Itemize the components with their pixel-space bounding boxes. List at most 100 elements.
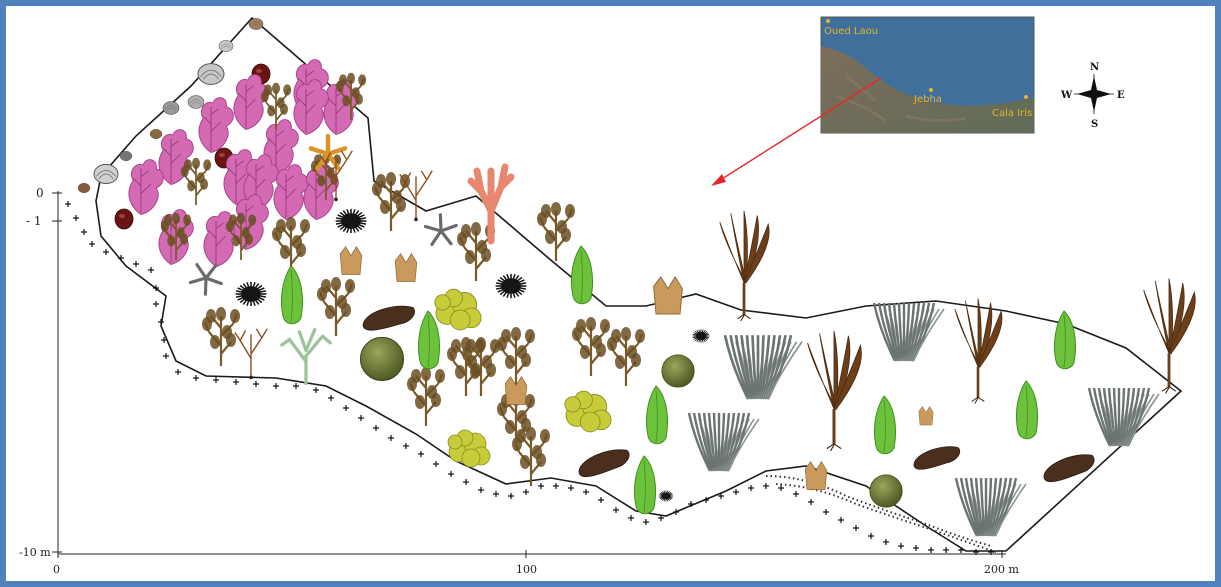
substrate-cross xyxy=(163,353,169,359)
brown-alga xyxy=(181,158,211,205)
sea-cucumber xyxy=(361,303,417,332)
seagrass-tuft xyxy=(689,413,759,471)
shell xyxy=(120,151,132,161)
yellow-sponge xyxy=(565,391,611,432)
substrate-cross xyxy=(808,499,814,505)
cala-iris-label: Cala Iris xyxy=(992,108,1032,119)
substrate-cross xyxy=(293,383,299,389)
substrate-cross xyxy=(643,519,649,525)
shell xyxy=(198,64,224,85)
sea-urchin xyxy=(336,209,367,233)
seagrass-tuft xyxy=(874,303,944,361)
branching-red-alga xyxy=(235,329,267,379)
pink-coralline-alga xyxy=(159,130,193,185)
tan-bryozoan xyxy=(919,406,933,425)
shell xyxy=(150,129,162,139)
substrate-cross xyxy=(273,383,279,389)
sea-cucumber xyxy=(911,444,962,471)
substrate-cross xyxy=(493,491,499,497)
distance-label-0: 0 xyxy=(53,563,60,576)
substrate-cross xyxy=(733,489,739,495)
brown-alga xyxy=(407,367,445,426)
oued-laou-marker xyxy=(826,19,830,23)
sea-urchin xyxy=(659,491,673,502)
substrate-cross xyxy=(598,497,604,503)
depth-label-0: 0 xyxy=(36,186,44,200)
inset-map: Oued Laou Jebha Cala Iris xyxy=(821,17,1034,133)
shell xyxy=(188,96,204,109)
substrate-cross xyxy=(213,377,219,383)
pink-coralline-alga xyxy=(129,160,163,215)
substrate-cross xyxy=(328,395,334,401)
sea-urchin xyxy=(236,282,267,306)
substrate-cross xyxy=(568,485,574,491)
substrate-cross xyxy=(508,493,514,499)
substrate-cross xyxy=(403,443,409,449)
substrate-cross xyxy=(343,405,349,411)
substrate-cross xyxy=(233,379,239,385)
green-alga xyxy=(571,246,592,304)
brown-alga xyxy=(572,317,610,376)
substrate-cross xyxy=(853,525,859,531)
substrate-cross xyxy=(65,201,71,207)
depth-label-10: -10 m xyxy=(19,546,51,559)
substrate-cross xyxy=(958,547,964,553)
kelp-laminaria xyxy=(955,299,1002,404)
shell xyxy=(78,183,90,193)
brown-alga xyxy=(497,327,535,386)
compass-west: W xyxy=(1060,90,1073,101)
substrate-cross xyxy=(913,545,919,551)
substrate-cross xyxy=(943,547,949,553)
substrate-cross xyxy=(448,471,454,477)
codium-ball xyxy=(870,475,902,507)
substrate-cross xyxy=(673,509,679,515)
starfish xyxy=(423,211,461,250)
shell xyxy=(219,40,233,51)
substrate-cross xyxy=(433,461,439,467)
substrate-cross xyxy=(868,533,874,539)
substrate-cross xyxy=(778,485,784,491)
substrate-cross xyxy=(823,509,829,515)
substrate-cross xyxy=(89,241,95,247)
substrate-cross xyxy=(253,381,259,387)
substrate-cross xyxy=(388,435,394,441)
codium-ball xyxy=(360,337,403,380)
green-alga xyxy=(281,266,302,324)
substrate-cross xyxy=(763,483,769,489)
substrate-cross xyxy=(613,507,619,513)
compass-rose: N S W E xyxy=(1060,62,1125,130)
brown-alga xyxy=(607,327,645,386)
tan-bryozoan xyxy=(654,277,683,314)
substrate-cross xyxy=(883,539,889,545)
substrate-cross xyxy=(158,319,164,325)
substrate-cross xyxy=(118,255,124,261)
substrate-cross xyxy=(478,487,484,493)
green-alga xyxy=(874,396,895,454)
cala-iris-marker xyxy=(1024,95,1028,99)
shell xyxy=(249,18,263,29)
substrate-cross xyxy=(133,261,139,267)
tan-bryozoan xyxy=(395,254,417,282)
kelp-laminaria xyxy=(808,331,862,451)
depth-label-1: - 1 xyxy=(26,214,42,228)
substrate-cross xyxy=(628,515,634,521)
distance-label-100: 100 xyxy=(516,563,537,576)
jebha-marker xyxy=(929,88,933,92)
distance-label-200: 200 m xyxy=(984,563,1019,576)
substrate-cross xyxy=(358,415,364,421)
substrate-cross xyxy=(538,483,544,489)
green-alga xyxy=(1054,311,1075,369)
tan-bryozoan xyxy=(340,247,362,275)
substrate-cross xyxy=(553,483,559,489)
sea-urchin xyxy=(496,274,527,298)
sea-urchin xyxy=(693,329,710,342)
substrate-cross xyxy=(523,489,529,495)
substrate-cross xyxy=(153,301,159,307)
substrate-cross xyxy=(748,485,754,491)
pink-coralline-alga xyxy=(294,80,328,135)
seagrass-tuft xyxy=(725,335,802,399)
locator-arrow-head xyxy=(711,174,726,186)
substrate-cross xyxy=(313,387,319,393)
compass-north: N xyxy=(1090,62,1099,73)
